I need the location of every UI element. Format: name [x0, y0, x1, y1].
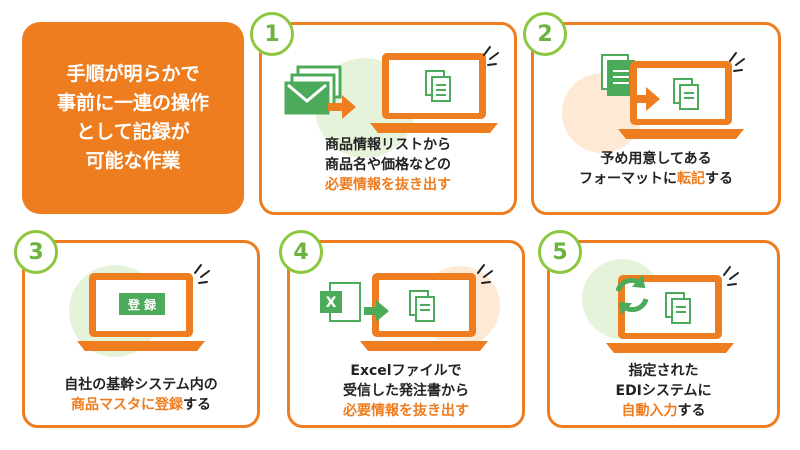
step-card-5: 指定された EDIシステムに 自動入力する [547, 240, 780, 428]
caption-text: 商品情報リストから [325, 137, 451, 153]
intro-line-1: 手順が明らかで [66, 63, 200, 85]
arrow-right-icon [328, 95, 356, 119]
document-copy-icon [409, 290, 435, 322]
envelope-stack-icon [284, 65, 342, 115]
document-transfer-illustration [562, 52, 745, 153]
excel-to-laptop-illustration: X [320, 264, 500, 351]
caption-highlight: 必要情報を抜き出す [325, 177, 451, 193]
step-number-badge-2: 2 [523, 12, 567, 56]
step-2-caption: 予め用意してある フォーマットに転記する [534, 149, 778, 189]
step-number-badge-3: 3 [14, 230, 58, 274]
caption-text: 自社の基幹システム内の [64, 377, 218, 393]
caption-text: する [677, 403, 706, 419]
caption-text: 受信した発注書から [343, 383, 469, 399]
document-copy-icon [673, 78, 699, 110]
step-3-caption-line-1: 自社の基幹システム内の [25, 375, 257, 395]
caption-text: する [705, 171, 733, 187]
caption-text: 商品名や価格などの [325, 157, 451, 173]
caption-highlight: 転記 [677, 171, 705, 187]
caption-highlight: 商品マスタに登録 [71, 397, 183, 413]
intro-box: 手順が明らかで 事前に一連の操作 として記録が 可能な作業 [22, 22, 244, 214]
step-5-caption: 指定された EDIシステムに 自動入力する [550, 361, 777, 421]
registration-laptop-illustration: 登 録 [69, 264, 210, 357]
caption-text: Excelファイルで [350, 363, 462, 379]
caption-text: する [183, 397, 211, 413]
register-label: 登 録 [127, 297, 157, 312]
step-2-caption-line-2: フォーマットに転記する [534, 169, 778, 189]
email-to-laptop-illustration [284, 46, 499, 158]
step-card-2: 予め用意してある フォーマットに転記する [531, 22, 781, 215]
caption-text: 指定された [628, 363, 699, 379]
refresh-icon [615, 274, 649, 316]
step-1-caption-line-3: 必要情報を抜き出す [262, 175, 514, 195]
caption-text: EDIシステムに [615, 383, 712, 399]
step-card-3: 登 録 自社の基幹システム内の 商品マスタに登録する [22, 240, 260, 428]
step-4-caption-line-3: 必要情報を抜き出す [290, 401, 522, 421]
document-stack-icon [601, 54, 635, 96]
sparkle-icon [194, 264, 210, 284]
register-button-icon: 登 録 [119, 293, 165, 315]
step-card-4: X Excelファイルで 受信した発注書から 必要情報を抜き出す [287, 240, 525, 428]
step-5-caption-line-1: 指定された [550, 361, 777, 381]
step-2-caption-line-1: 予め用意してある [534, 149, 778, 169]
sparkle-icon [729, 52, 745, 72]
excel-file-icon: X [320, 282, 361, 322]
step-5-caption-line-3: 自動入力する [550, 401, 777, 421]
intro-line-3: として記録が [76, 121, 190, 143]
document-copy-icon [425, 70, 451, 102]
step-number-badge-5: 5 [538, 230, 582, 274]
sparkle-icon [483, 46, 499, 66]
sparkle-icon [477, 264, 493, 284]
step-3-caption-line-2: 商品マスタに登録する [25, 395, 257, 415]
document-copy-icon [665, 292, 691, 324]
step-4-caption-line-2: 受信した発注書から [290, 381, 522, 401]
step-1-caption-line-2: 商品名や価格などの [262, 155, 514, 175]
step-card-1: 商品情報リストから 商品名や価格などの 必要情報を抜き出す [259, 22, 517, 215]
step-1-caption: 商品情報リストから 商品名や価格などの 必要情報を抜き出す [262, 135, 514, 195]
caption-highlight: 自動入力 [621, 403, 678, 419]
sparkle-icon [723, 266, 739, 286]
caption-text: フォーマットに [579, 171, 677, 187]
step-number-badge-4: 4 [279, 230, 323, 274]
step-3-caption: 自社の基幹システム内の 商品マスタに登録する [25, 375, 257, 415]
intro-line-2: 事前に一連の操作 [56, 92, 209, 114]
laptop-icon [360, 273, 488, 351]
step-4-caption: Excelファイルで 受信した発注書から 必要情報を抜き出す [290, 361, 522, 421]
intro-line-4: 可能な作業 [85, 150, 181, 172]
caption-highlight: 必要情報を抜き出す [343, 403, 469, 419]
caption-text: 予め用意してある [600, 151, 712, 167]
step-number-badge-1: 1 [250, 12, 294, 56]
excel-letter: X [326, 295, 337, 311]
step-5-caption-line-2: EDIシステムに [550, 381, 777, 401]
arrow-right-icon [364, 300, 389, 322]
auto-input-laptop-illustration [582, 259, 739, 353]
step-4-caption-line-1: Excelファイルで [290, 361, 522, 381]
arrow-right-icon [634, 87, 660, 111]
step-1-caption-line-1: 商品情報リストから [262, 135, 514, 155]
